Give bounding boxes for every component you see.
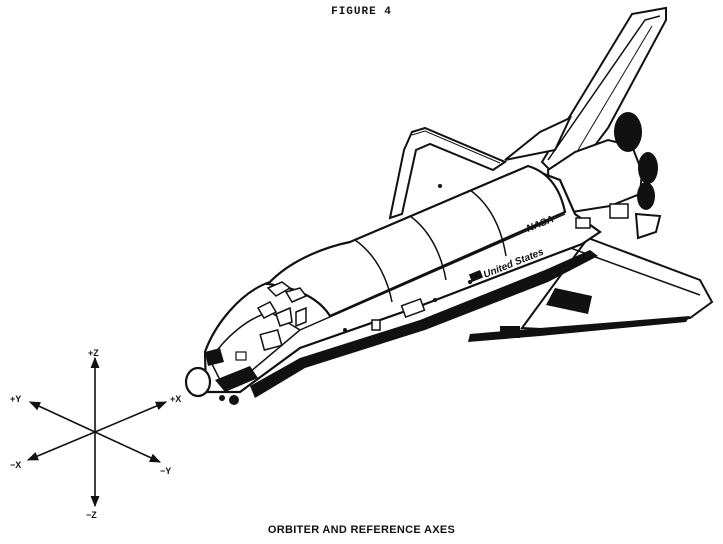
- axis-label-pos-x: +X: [170, 394, 181, 404]
- right-wing: [468, 236, 714, 342]
- axis-neg-y: [94, 431, 162, 463]
- axis-pos-x: [94, 401, 168, 433]
- axis-label-neg-y: −Y: [160, 466, 171, 476]
- figure-caption: ORBITER AND REFERENCE AXES: [267, 524, 456, 536]
- axis-neg-x: [26, 431, 96, 461]
- axis-label-pos-y: +Y: [10, 394, 21, 404]
- payload-bay-door: [388, 126, 508, 220]
- axis-label-neg-z: −Z: [86, 510, 97, 520]
- reference-axes: +Z −Z +Y −Y +X −X: [10, 348, 181, 520]
- figure-title: FIGURE 4: [331, 6, 392, 18]
- oms-pod-and-engines: [504, 112, 662, 240]
- nose-and-cockpit: [184, 281, 520, 405]
- axis-label-pos-z: +Z: [88, 348, 99, 358]
- axis-label-neg-x: −X: [10, 460, 21, 470]
- us-flag-icon: [468, 270, 484, 282]
- payload-bay-doors: [265, 164, 567, 318]
- axis-pos-y: [28, 401, 96, 433]
